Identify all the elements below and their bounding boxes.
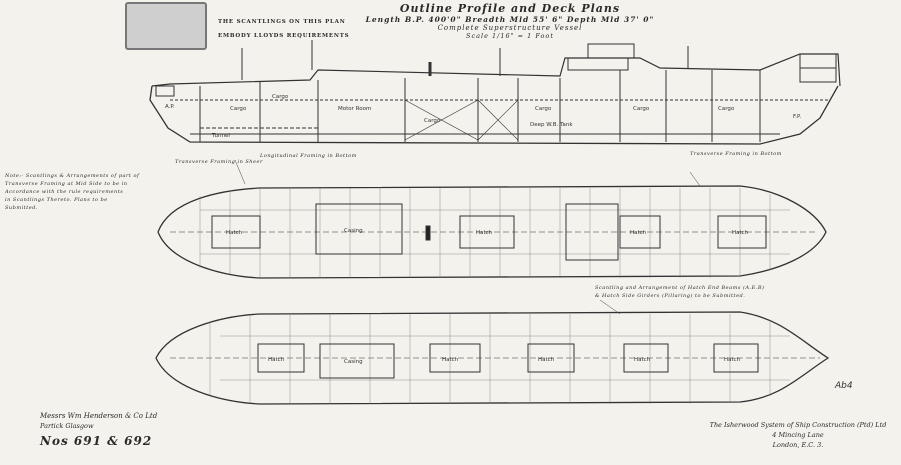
framing-note-line-4: in Scantlings Thereto. Plans to be [5, 197, 108, 203]
initials-mark: Ab4 [834, 381, 853, 391]
framing-note: Note:- Scantlings & Arrangements of part… [5, 172, 139, 212]
compartment-cargo-2: Cargo [272, 94, 289, 100]
compartment-fore-peak: F.P. [793, 114, 801, 120]
builder-signature: Messrs Wm Henderson & Co Ltd Partick Gla… [40, 412, 157, 448]
compartment-cargo-4: Cargo [535, 106, 552, 112]
deck2-casing: Casing [344, 359, 363, 365]
firm-city: London, E.C. 3. [772, 441, 824, 449]
lloyds-stamp [125, 2, 207, 50]
compartment-motor-room: Motor Room [338, 106, 371, 112]
drawing-title: Outline Profile and Deck Plans [399, 2, 621, 15]
scantlings-line-2: EMBODY LLOYDS REQUIREMENTS [218, 33, 350, 39]
builder-location: Partick Glasgow [40, 422, 94, 430]
scantlings-note: THE SCANTLINGS ON THIS PLAN EMBODY LLOYD… [218, 18, 349, 40]
lower-deck-plan [155, 311, 830, 405]
hatch-note-line-1: Scantling and Arrangement of Hatch End B… [595, 285, 765, 291]
compartment-cargo-6: Cargo [718, 106, 735, 112]
framing-note-line-3: Accordance with the rule requirements [5, 189, 124, 195]
deck1-hatch-1: Hatch [226, 230, 243, 236]
deck2-hatch-3: Hatch [538, 357, 555, 363]
compartment-cargo-1: Cargo [230, 106, 247, 112]
deck1-hatch-2: Hatch [476, 230, 493, 236]
vessel-dimensions: Length B.P. 400'0" Breadth Mld 55' 6" De… [365, 15, 655, 24]
compartment-tunnel: Tunnel [211, 133, 230, 139]
title-block: Outline Profile and Deck Plans Length B.… [360, 2, 660, 40]
deck2-hatch-5: Hatch [724, 357, 741, 363]
deck1-casing: Casing [344, 228, 363, 234]
hatch-note: Scantling and Arrangement of Hatch End B… [595, 284, 765, 300]
scantlings-line-1: THE SCANTLINGS ON THIS PLAN [218, 19, 346, 25]
framing-note-line-5: Submitted. [5, 205, 38, 211]
framing-note-line-1: Note:- Scantlings & Arrangements of part… [5, 173, 140, 179]
framing-note-line-2: Transverse Framing at Mid Side to be in [5, 181, 128, 187]
compartment-deep-tank: Deep W.B. Tank [530, 122, 573, 128]
compartment-cargo-3: Cargo [424, 118, 441, 124]
deck2-hatch-4: Hatch [634, 357, 651, 363]
deck1-hatch-3: Hatch [630, 230, 647, 236]
vessel-type: Complete Superstructure Vessel [437, 24, 583, 32]
drawing-scale: Scale 1/16" = 1 Foot [466, 32, 554, 40]
deck1-hatch-4: Hatch [732, 230, 749, 236]
firm-address: 4 Mincing Lane [772, 431, 824, 439]
yard-numbers: Nos 691 & 692 [40, 434, 153, 448]
hatch-note-line-2: & Hatch Side Girders (Pillaring) to be S… [595, 293, 746, 299]
deck2-hatch-1: Hatch [268, 357, 285, 363]
leader-lines [234, 159, 701, 315]
upper-deck-plan [157, 185, 827, 279]
compartment-cargo-5: Cargo [633, 106, 650, 112]
longitudinal-framing-label: Longitudinal Framing in Bottom [260, 153, 357, 159]
builder-name: Messrs Wm Henderson & Co Ltd [40, 412, 158, 420]
firm-name: The Isherwood System of Ship Constructio… [709, 421, 887, 429]
transverse-ends-label: Transverse Framing in Bottom [690, 151, 782, 157]
firm-block: The Isherwood System of Ship Constructio… [698, 420, 898, 450]
transverse-framing-label: Transverse Framing in Sheer [175, 159, 263, 165]
compartment-aft-peak: A.P. [165, 104, 175, 110]
deck2-hatch-2: Hatch [442, 357, 459, 363]
outline-profile [149, 40, 841, 145]
